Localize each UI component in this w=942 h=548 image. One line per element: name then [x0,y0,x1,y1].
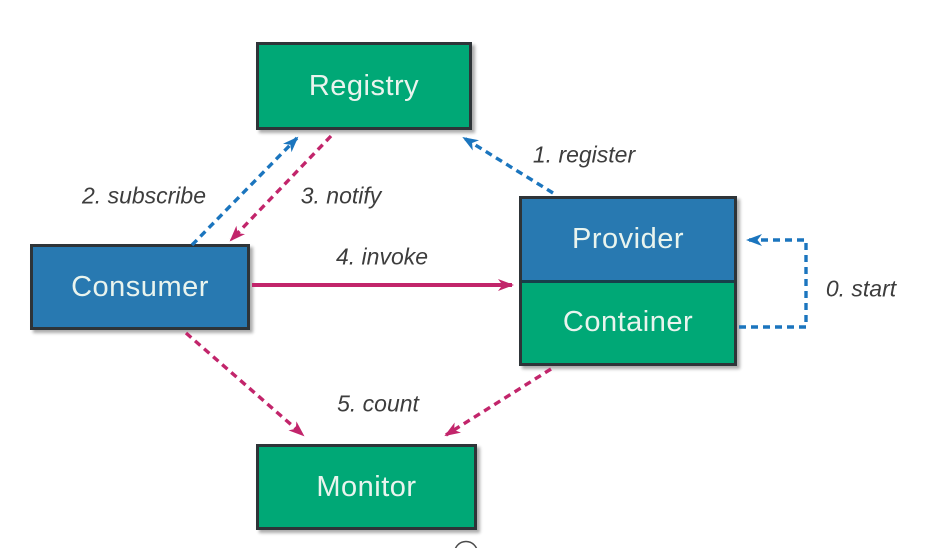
arrow-start [739,234,808,329]
edge-label-start: 0. start [825,275,897,302]
edge-label-invoke: 4. invoke [335,243,429,270]
node-monitor: Monitor [256,444,477,530]
node-registry-label: Registry [308,69,420,102]
node-consumer: Consumer [30,244,250,330]
arrow-count-from-consumer [184,331,305,437]
node-registry: Registry [256,42,472,130]
arrow-count-from-container [444,367,552,437]
edge-label-register: 1. register [532,141,636,168]
node-provider: Provider [522,199,734,283]
node-monitor-label: Monitor [316,470,417,503]
edge-label-notify: 3. notify [300,182,382,209]
node-provider-container-group: Provider Container [519,196,737,366]
arrow-subscribe [190,136,299,247]
node-provider-label: Provider [572,222,684,255]
partial-circle-watermark-icon [454,540,478,548]
edge-label-count: 5. count [337,390,419,417]
node-container-label: Container [562,306,694,339]
node-consumer-label: Consumer [71,270,209,303]
node-container: Container [522,282,734,363]
edge-label-subscribe: 2. subscribe [81,182,207,209]
